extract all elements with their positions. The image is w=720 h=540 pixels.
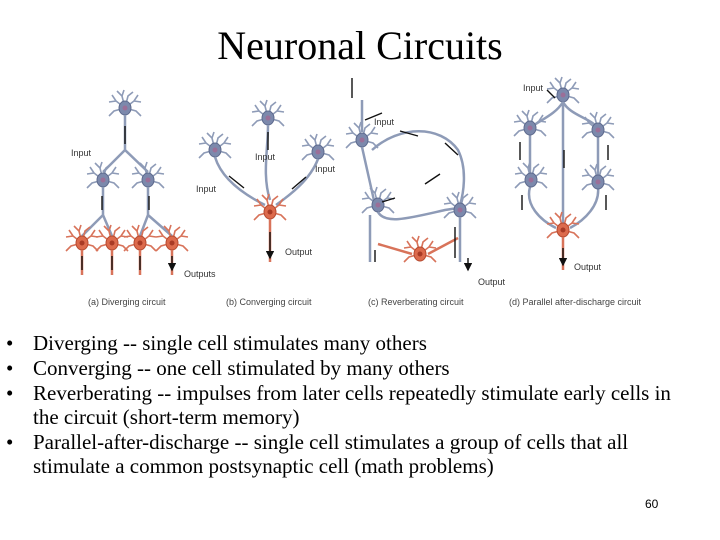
bullet-marker: •	[6, 331, 14, 355]
diverging-circuit: Input Outputs	[66, 90, 216, 279]
converging-input-label-1: Input	[255, 152, 276, 162]
bullet-text: Diverging -- single cell stimulates many…	[33, 331, 427, 355]
converging-output-label: Output	[285, 247, 313, 257]
caption-parallel-after-discharge: (d) Parallel after-discharge circuit	[509, 297, 642, 307]
parallel-input-label: Input	[523, 83, 544, 93]
bullet-item-parallel-after-discharge: • Parallel-after-discharge -- single cell…	[0, 430, 700, 478]
reverberating-input-label: Input	[374, 117, 395, 127]
bullet-item-reverberating: • Reverberating -- impulses from later ce…	[0, 381, 700, 429]
bullet-text: Parallel-after-discharge -- single cell …	[33, 430, 629, 478]
bullet-text: Converging -- one cell stimulated by man…	[33, 356, 450, 380]
converging-circuit: Input Input Input Output	[196, 100, 336, 262]
caption-converging: (b) Converging circuit	[226, 297, 312, 307]
parallel-after-discharge-circuit: Input Output	[514, 77, 614, 272]
caption-diverging: (a) Diverging circuit	[88, 297, 166, 307]
bullet-marker: •	[6, 356, 14, 380]
diverging-outputs-label: Outputs	[184, 269, 216, 279]
parallel-output-label: Output	[574, 262, 602, 272]
converging-input-label-3: Input	[315, 164, 336, 174]
slide-title: Neuronal Circuits	[217, 23, 503, 68]
diverging-input-label: Input	[71, 148, 92, 158]
bullet-text: Reverberating -- impulses from later cel…	[33, 381, 671, 429]
bullet-item-converging: • Converging -- one cell stimulated by ma…	[0, 356, 700, 380]
bullet-list: • Diverging -- single cell stimulates man…	[0, 331, 700, 479]
page-number: 60	[645, 497, 659, 511]
bullet-item-diverging: • Diverging -- single cell stimulates man…	[0, 331, 700, 355]
reverberating-circuit: Input Output	[346, 78, 506, 287]
converging-input-label-2: Input	[196, 184, 217, 194]
bullet-marker: •	[6, 381, 14, 405]
reverberating-output-label: Output	[478, 277, 506, 287]
caption-reverberating: (c) Reverberating circuit	[368, 297, 464, 307]
neuronal-circuits-figure: Input Outputs Input Input Input Output I…	[60, 72, 642, 307]
bullet-marker: •	[6, 430, 14, 454]
